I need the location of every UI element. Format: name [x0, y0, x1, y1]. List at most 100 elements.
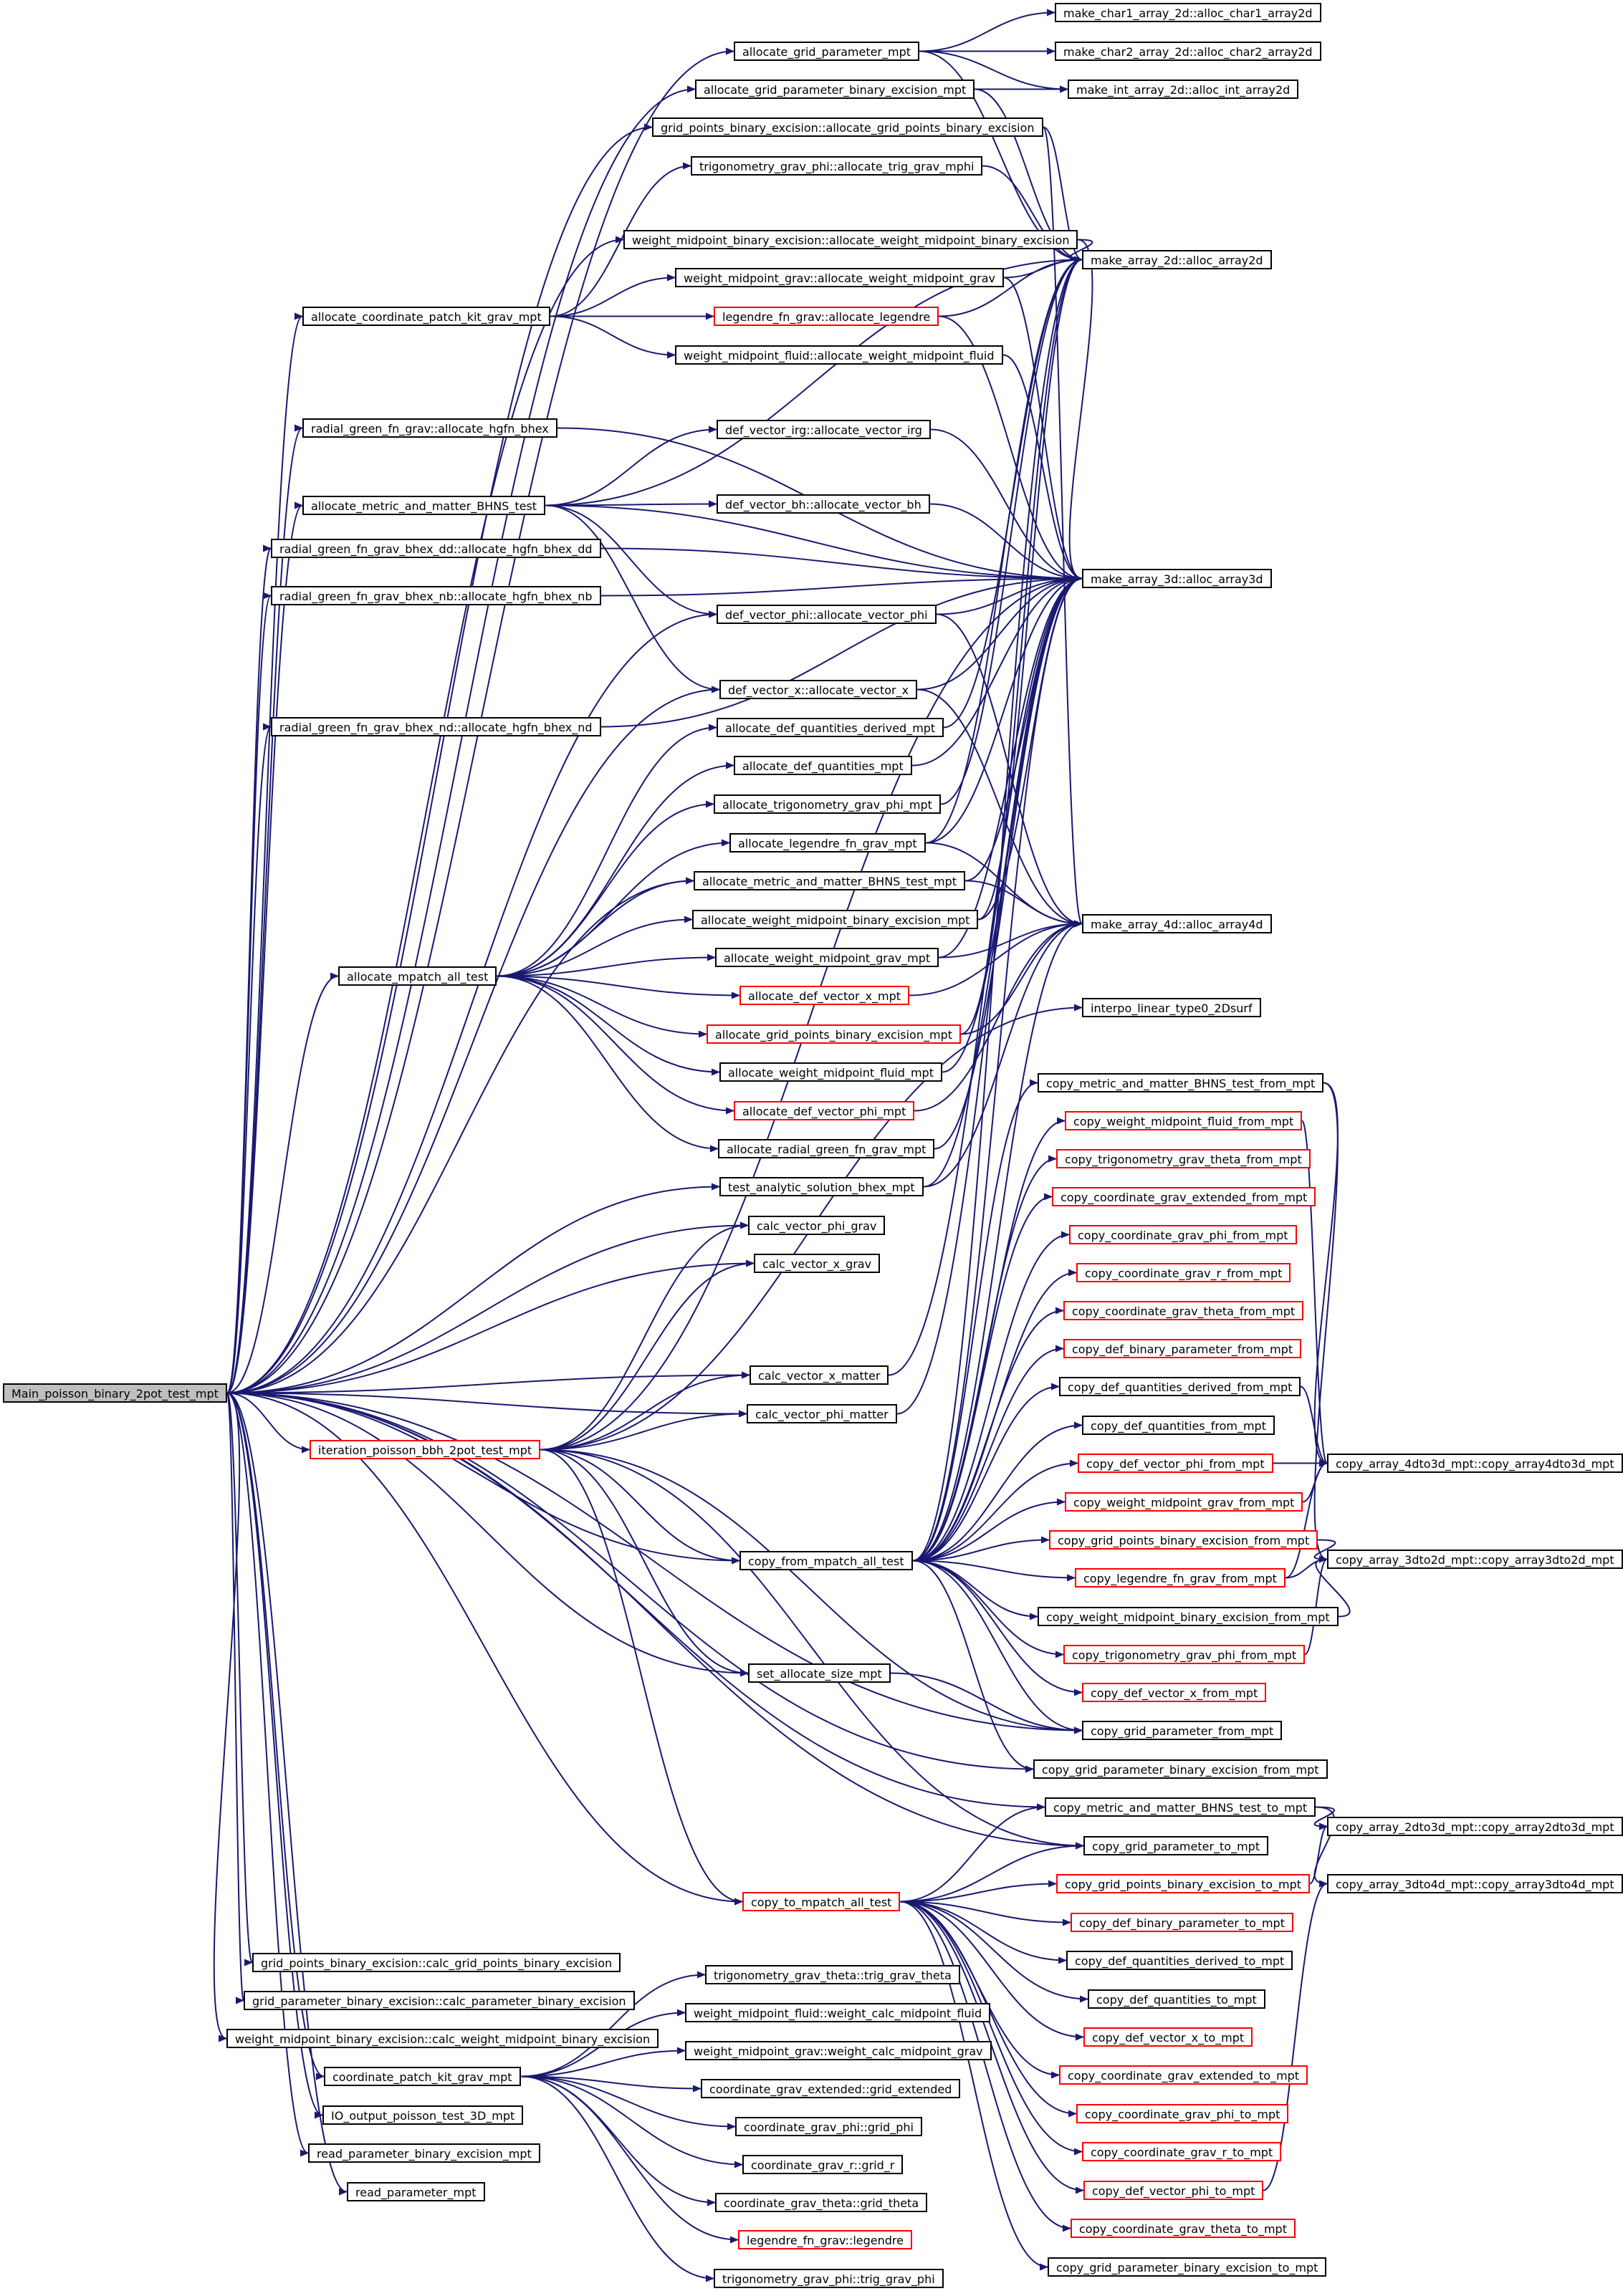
node-allocate-legendre-fn-grav-mpt[interactable]: allocate_legendre_fn_grav_mpt [729, 833, 926, 852]
node-copy-def-quantities-derived-to-mpt[interactable]: copy_def_quantities_derived_to_mpt [1066, 1951, 1293, 1970]
node-legendre-fn-grav-allocate-legendre[interactable]: legendre_fn_grav::allocate_legendre [714, 307, 939, 326]
node-allocate-weight-midpoint-fluid-mpt[interactable]: allocate_weight_midpoint_fluid_mpt [719, 1062, 942, 1082]
node-copy-metric-and-matter-bhns-test-to-mpt[interactable]: copy_metric_and_matter_BHNS_test_to_mpt [1045, 1797, 1316, 1817]
node-radial-green-fn-grav-bhex-nd[interactable]: radial_green_fn_grav_bhex_nd::allocate_h… [271, 717, 601, 736]
node-def-vector-bh-allocate-vector-bh[interactable]: def_vector_bh::allocate_vector_bh [717, 494, 930, 514]
node-coordinate-grav-phi-grid-phi[interactable]: coordinate_grav_phi::grid_phi [735, 2117, 922, 2136]
node-allocate-coordinate-patch-kit-grav-mpt[interactable]: allocate_coordinate_patch_kit_grav_mpt [302, 307, 550, 326]
node-copy-trigonometry-grav-theta-from-mpt[interactable]: copy_trigonometry_grav_theta_from_mpt [1056, 1149, 1311, 1168]
node-coordinate-grav-r-grid-r[interactable]: coordinate_grav_r::grid_r [742, 2155, 904, 2174]
node-copy-def-quantities-derived-from-mpt[interactable]: copy_def_quantities_derived_from_mpt [1059, 1377, 1301, 1396]
node-copy-weight-midpoint-grav-from-mpt[interactable]: copy_weight_midpoint_grav_from_mpt [1065, 1492, 1303, 1512]
node-copy-grid-points-binary-excision-to-mpt[interactable]: copy_grid_points_binary_excision_to_mpt [1056, 1874, 1311, 1893]
node-calc-vector-x-grav[interactable]: calc_vector_x_grav [754, 1254, 881, 1273]
node-copy-grid-points-binary-excision-from-mpt[interactable]: copy_grid_points_binary_excision_from_mp… [1049, 1530, 1318, 1550]
node-make-char2-array-2d[interactable]: make_char2_array_2d::alloc_char2_array2d [1055, 42, 1321, 61]
node-interpo-linear-type0-2dsurf[interactable]: interpo_linear_type0_2Dsurf [1082, 998, 1261, 1017]
node-copy-def-vector-x-to-mpt[interactable]: copy_def_vector_x_to_mpt [1083, 2027, 1253, 2047]
node-trigonometry-grav-theta-trig-grav-theta[interactable]: trigonometry_grav_theta::trig_grav_theta [705, 1965, 960, 1984]
node-make-array-3d[interactable]: make_array_3d::alloc_array3d [1082, 569, 1272, 588]
node-copy-coordinate-grav-theta-from-mpt[interactable]: copy_coordinate_grav_theta_from_mpt [1063, 1301, 1304, 1320]
node-trigonometry-grav-phi-allocate-trig-grav-mphi[interactable]: trigonometry_grav_phi::allocate_trig_gra… [691, 156, 983, 176]
node-allocate-def-quantities-derived-mpt[interactable]: allocate_def_quantities_derived_mpt [717, 718, 944, 737]
node-grid-points-binary-excision-calc[interactable]: grid_points_binary_excision::calc_grid_p… [252, 1953, 621, 1972]
node-allocate-grid-parameter-mpt[interactable]: allocate_grid_parameter_mpt [734, 42, 920, 61]
node-copy-legendre-fn-grav-from-mpt[interactable]: copy_legendre_fn_grav_from_mpt [1075, 1568, 1286, 1587]
node-weight-midpoint-binary-excision-calc[interactable]: weight_midpoint_binary_excision::calc_we… [226, 2029, 659, 2048]
node-legendre-fn-grav-legendre[interactable]: legendre_fn_grav::legendre [738, 2230, 912, 2249]
node-copy-weight-midpoint-binary-excision-from-mpt[interactable]: copy_weight_midpoint_binary_excision_fro… [1038, 1607, 1339, 1626]
node-allocate-trigonometry-grav-phi-mpt[interactable]: allocate_trigonometry_grav_phi_mpt [714, 794, 941, 814]
node-copy-array-2dto3d-mpt[interactable]: copy_array_2dto3d_mpt::copy_array2dto3d_… [1327, 1817, 1623, 1836]
node-allocate-mpatch-all-test[interactable]: allocate_mpatch_all_test [338, 966, 497, 986]
node-copy-trigonometry-grav-phi-from-mpt[interactable]: copy_trigonometry_grav_phi_from_mpt [1063, 1645, 1306, 1664]
node-radial-green-fn-grav-bhex-dd[interactable]: radial_green_fn_grav_bhex_dd::allocate_h… [271, 539, 601, 558]
node-copy-coordinate-grav-extended-to-mpt[interactable]: copy_coordinate_grav_extended_to_mpt [1059, 2065, 1308, 2085]
node-coordinate-patch-kit-grav-mpt[interactable]: coordinate_patch_kit_grav_mpt [324, 2067, 521, 2086]
node-copy-def-quantities-to-mpt[interactable]: copy_def_quantities_to_mpt [1088, 1989, 1265, 2009]
node-copy-coordinate-grav-extended-from-mpt[interactable]: copy_coordinate_grav_extended_from_mpt [1052, 1187, 1316, 1206]
node-copy-from-mpatch-all-test[interactable]: copy_from_mpatch_all_test [739, 1551, 913, 1570]
node-io-output-poisson-test-3d-mpt[interactable]: IO_output_poisson_test_3D_mpt [322, 2105, 524, 2125]
node-copy-array-3dto2d-mpt[interactable]: copy_array_3dto2d_mpt::copy_array3dto2d_… [1327, 1550, 1623, 1569]
node-coordinate-grav-theta-grid-theta[interactable]: coordinate_grav_theta::grid_theta [715, 2193, 928, 2212]
node-copy-grid-parameter-binary-excision-to-mpt[interactable]: copy_grid_parameter_binary_excision_to_m… [1048, 2257, 1327, 2277]
node-copy-def-binary-parameter-from-mpt[interactable]: copy_def_binary_parameter_from_mpt [1063, 1339, 1302, 1358]
node-def-vector-phi-allocate-vector-phi[interactable]: def_vector_phi::allocate_vector_phi [717, 605, 937, 624]
node-copy-def-binary-parameter-to-mpt[interactable]: copy_def_binary_parameter_to_mpt [1071, 1913, 1293, 1932]
node-radial-green-fn-grav-allocate-hgfn-bhex[interactable]: radial_green_fn_grav::allocate_hgfn_bhex [302, 418, 557, 438]
node-copy-weight-midpoint-fluid-from-mpt[interactable]: copy_weight_midpoint_fluid_from_mpt [1065, 1111, 1303, 1130]
node-copy-def-vector-phi-from-mpt[interactable]: copy_def_vector_phi_from_mpt [1078, 1454, 1273, 1473]
node-make-int-array-2d[interactable]: make_int_array_2d::alloc_int_array2d [1068, 80, 1299, 99]
node-grid-points-binary-excision-allocate[interactable]: grid_points_binary_excision::allocate_gr… [652, 117, 1043, 137]
node-allocate-grid-points-binary-excision-mpt[interactable]: allocate_grid_points_binary_excision_mpt [707, 1024, 961, 1044]
node-trigonometry-grav-phi-trig-grav-phi[interactable]: trigonometry_grav_phi::trig_grav_phi [714, 2269, 944, 2288]
node-weight-midpoint-grav-allocate[interactable]: weight_midpoint_grav::allocate_weight_mi… [675, 268, 1004, 287]
node-weight-midpoint-binary-excision-allocate[interactable]: weight_midpoint_binary_excision::allocat… [623, 230, 1078, 249]
node-set-allocate-size-mpt[interactable]: set_allocate_size_mpt [748, 1663, 891, 1683]
node-allocate-radial-green-fn-grav-mpt[interactable]: allocate_radial_green_fn_grav_mpt [718, 1139, 935, 1158]
node-test-analytic-solution-bhex-mpt[interactable]: test_analytic_solution_bhex_mpt [719, 1177, 924, 1196]
node-make-char1-array-2d[interactable]: make_char1_array_2d::alloc_char1_array2d [1055, 3, 1321, 22]
node-copy-array-4dto3d-mpt[interactable]: copy_array_4dto3d_mpt::copy_array4dto3d_… [1327, 1454, 1623, 1473]
node-make-array-4d[interactable]: make_array_4d::alloc_array4d [1082, 914, 1272, 933]
node-allocate-weight-midpoint-binary-excision-mpt[interactable]: allocate_weight_midpoint_binary_excision… [692, 910, 979, 929]
node-calc-vector-phi-grav[interactable]: calc_vector_phi_grav [748, 1216, 886, 1235]
node-coordinate-grav-extended-grid-extended[interactable]: coordinate_grav_extended::grid_extended [701, 2079, 961, 2098]
node-copy-coordinate-grav-phi-from-mpt[interactable]: copy_coordinate_grav_phi_from_mpt [1069, 1225, 1297, 1244]
node-def-vector-irg-allocate-vector-irg[interactable]: def_vector_irg::allocate_vector_irg [717, 420, 931, 439]
node-allocate-weight-midpoint-grav-mpt[interactable]: allocate_weight_midpoint_grav_mpt [715, 948, 939, 967]
node-copy-grid-parameter-to-mpt[interactable]: copy_grid_parameter_to_mpt [1083, 1836, 1269, 1855]
node-copy-coordinate-grav-r-to-mpt[interactable]: copy_coordinate_grav_r_to_mpt [1082, 2142, 1282, 2161]
node-grid-parameter-binary-excision-calc[interactable]: grid_parameter_binary_excision::calc_par… [244, 1991, 635, 2010]
node-def-vector-x-allocate-vector-x[interactable]: def_vector_x::allocate_vector_x [719, 680, 918, 699]
node-make-array-2d[interactable]: make_array_2d::alloc_array2d [1082, 250, 1272, 269]
node-allocate-metric-and-matter-bhns-test-mpt[interactable]: allocate_metric_and_matter_BHNS_test_mpt [694, 871, 966, 890]
node-iteration-poisson-bbh-2pot-test-mpt[interactable]: iteration_poisson_bbh_2pot_test_mpt [310, 1440, 541, 1459]
node-allocate-grid-parameter-binary-excision-mpt[interactable]: allocate_grid_parameter_binary_excision_… [695, 80, 975, 99]
node-read-parameter-binary-excision-mpt[interactable]: read_parameter_binary_excision_mpt [308, 2143, 540, 2163]
node-copy-grid-parameter-from-mpt[interactable]: copy_grid_parameter_from_mpt [1082, 1721, 1283, 1740]
node-calc-vector-phi-matter[interactable]: calc_vector_phi_matter [747, 1404, 897, 1423]
node-weight-midpoint-fluid-weight-calc[interactable]: weight_midpoint_fluid::weight_calc_midpo… [685, 2003, 991, 2022]
node-allocate-def-vector-x-mpt[interactable]: allocate_def_vector_x_mpt [739, 986, 910, 1005]
node-allocate-metric-and-matter-bhns-test[interactable]: allocate_metric_and_matter_BHNS_test [302, 496, 546, 515]
node-weight-midpoint-grav-weight-calc[interactable]: weight_midpoint_grav::weight_calc_midpoi… [685, 2041, 992, 2060]
node-copy-coordinate-grav-theta-to-mpt[interactable]: copy_coordinate_grav_theta_to_mpt [1071, 2219, 1296, 2238]
node-calc-vector-x-matter[interactable]: calc_vector_x_matter [750, 1365, 889, 1385]
node-copy-def-quantities-from-mpt[interactable]: copy_def_quantities_from_mpt [1082, 1416, 1275, 1435]
node-read-parameter-mpt[interactable]: read_parameter_mpt [347, 2182, 485, 2201]
node-copy-to-mpatch-all-test[interactable]: copy_to_mpatch_all_test [742, 1892, 901, 1911]
node-main-poisson-binary-2pot-test-mpt[interactable]: Main_poisson_binary_2pot_test_mpt [3, 1383, 227, 1403]
node-copy-array-3dto4d-mpt[interactable]: copy_array_3dto4d_mpt::copy_array3dto4d_… [1327, 1874, 1623, 1893]
node-copy-coordinate-grav-phi-to-mpt[interactable]: copy_coordinate_grav_phi_to_mpt [1076, 2104, 1289, 2123]
node-copy-def-vector-phi-to-mpt[interactable]: copy_def_vector_phi_to_mpt [1083, 2181, 1264, 2200]
node-copy-metric-and-matter-bhns-test-from-mpt[interactable]: copy_metric_and_matter_BHNS_test_from_mp… [1038, 1073, 1324, 1092]
node-weight-midpoint-fluid-allocate[interactable]: weight_midpoint_fluid::allocate_weight_m… [675, 345, 1003, 365]
node-radial-green-fn-grav-bhex-nb[interactable]: radial_green_fn_grav_bhex_nb::allocate_h… [271, 586, 601, 605]
node-copy-def-vector-x-from-mpt[interactable]: copy_def_vector_x_from_mpt [1082, 1683, 1267, 1702]
node-copy-coordinate-grav-r-from-mpt[interactable]: copy_coordinate_grav_r_from_mpt [1076, 1263, 1291, 1282]
node-allocate-def-vector-phi-mpt[interactable]: allocate_def_vector_phi_mpt [734, 1101, 915, 1120]
node-copy-grid-parameter-binary-excision-from-mpt[interactable]: copy_grid_parameter_binary_excision_from… [1033, 1759, 1328, 1779]
node-allocate-def-quantities-mpt[interactable]: allocate_def_quantities_mpt [734, 756, 912, 775]
